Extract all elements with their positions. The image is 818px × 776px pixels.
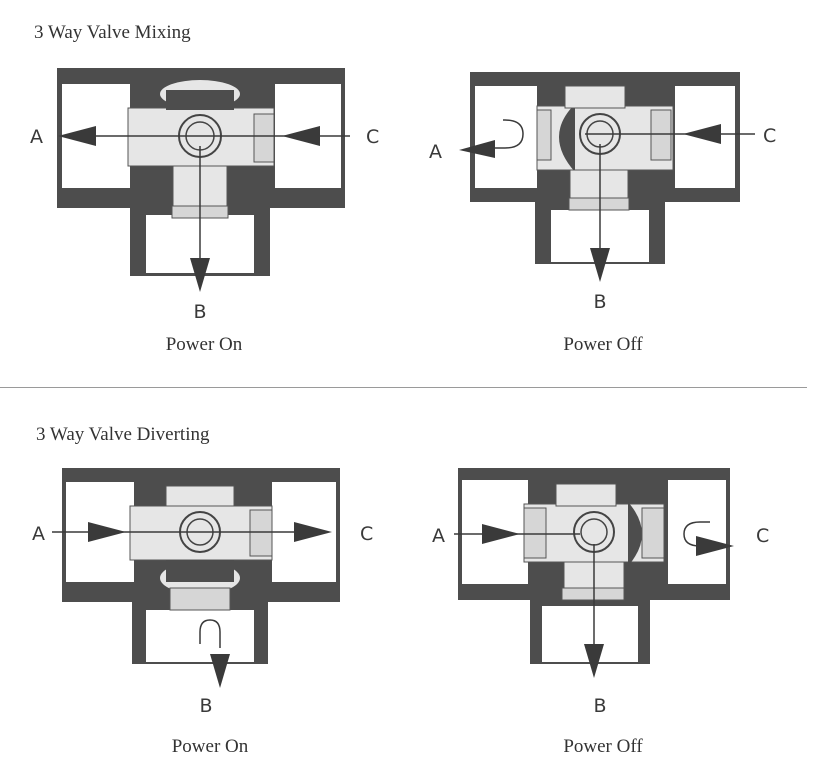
- port-label-a: A: [429, 141, 442, 163]
- port-label-a: A: [30, 126, 43, 148]
- port-label-b: B: [593, 695, 606, 717]
- port-label-a: A: [32, 523, 45, 545]
- flow-arrows: [459, 119, 755, 282]
- section-divider: [0, 387, 807, 388]
- valve-body: [57, 68, 345, 276]
- section-title-mixing: 3 Way Valve Mixing: [34, 22, 191, 43]
- flow-arrows: [58, 126, 350, 292]
- port-label-b: B: [593, 291, 606, 313]
- caption-diverting-power-on: Power On: [171, 736, 249, 757]
- mixing-power-on-diagram: A C B: [30, 68, 379, 323]
- port-label-c: C: [366, 126, 379, 148]
- caption-mixing-power-off: Power Off: [563, 334, 643, 355]
- port-label-c: C: [756, 525, 769, 547]
- diverting-power-off-diagram: A C B: [432, 468, 769, 717]
- flow-arrows: [52, 522, 332, 688]
- diverting-power-on-diagram: A C B: [32, 468, 373, 717]
- port-label-b: B: [199, 695, 212, 717]
- caption-mixing-power-on: Power On: [165, 334, 243, 355]
- valve-body: [470, 72, 740, 264]
- port-label-b: B: [193, 301, 206, 323]
- port-label-a: A: [432, 525, 445, 547]
- caption-diverting-power-off: Power Off: [563, 736, 643, 757]
- port-label-c: C: [763, 125, 776, 147]
- section-title-diverting: 3 Way Valve Diverting: [36, 424, 210, 445]
- mixing-power-off-diagram: A C B: [429, 72, 776, 313]
- port-label-c: C: [360, 523, 373, 545]
- flow-arrows: [454, 521, 734, 678]
- valve-body: [62, 468, 340, 664]
